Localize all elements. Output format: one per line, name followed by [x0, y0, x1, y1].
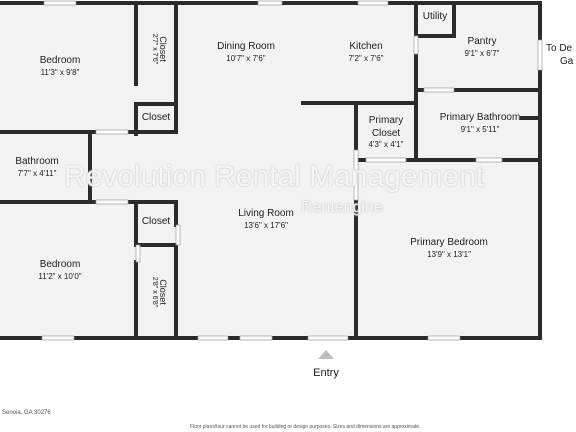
room-utility: Utility [422, 11, 448, 22]
room-bedroom-top: Bedroom 11'3" x 9'8" [39, 55, 81, 77]
room-kitchen: Kitchen 7'2" x 7'6" [348, 41, 384, 63]
room-dining: Dining Room 10'7" x 7'6" [217, 41, 275, 63]
room-closet-bottom: Closet 2'8" x 6'8" [150, 276, 168, 308]
watermark: Revolution Rental Management [64, 160, 485, 193]
room-primary-bathroom: Primary Bathroom 9'1" x 5'11" [439, 112, 521, 134]
room-closet-small: Closet [141, 112, 171, 123]
room-closet-top: Closet 2'7" x 7'6" [150, 33, 168, 65]
entry-label: Entry [313, 367, 339, 379]
room-pantry: Pantry 9'1" x 6'7" [464, 36, 500, 58]
entry-arrow-icon [318, 350, 334, 359]
exterior-label: To De Ga [546, 43, 574, 67]
address-text: Senoia, GA 30276 [2, 410, 51, 416]
disclaimer-text: Floor plans/tour cannot be used for buil… [190, 424, 421, 430]
room-bathroom: Bathroom 7'7" x 4'11" [15, 156, 59, 178]
room-bedroom-bottom: Bedroom 11'2" x 10'0" [38, 259, 82, 281]
room-living: Living Room 13'6" x 17'6" [238, 208, 294, 230]
room-closet-mid: Closet [141, 216, 171, 227]
floor-area [0, 3, 542, 338]
watermark-sub: Rentengine [301, 199, 383, 216]
room-primary-bedroom: Primary Bedroom 13'9" x 13'1" [410, 237, 488, 259]
room-primary-closet: Primary Closet 4'3" x 4'1" [368, 115, 404, 149]
windows [41, 0, 543, 341]
